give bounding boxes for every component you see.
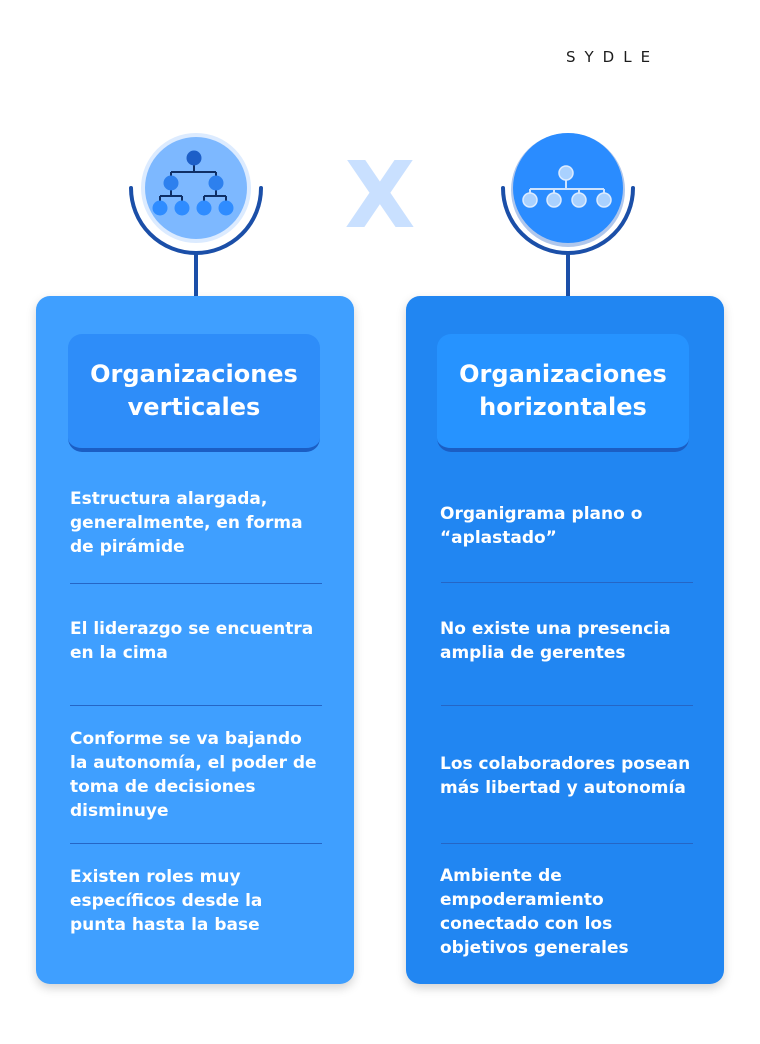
divider [441,705,693,706]
vertical-card-title: Organizaciones verticales [90,360,298,421]
list-item: Ambiente de empoderamiento conectado con… [440,866,629,958]
list-item: Existen roles muy específicos desde la p… [70,867,263,935]
divider [441,843,693,844]
divider [70,583,322,584]
hierarchy-tree-icon [126,132,266,298]
horizontal-card-title: Organizaciones horizontales [459,360,667,421]
vertical-card-header: Organizaciones verticales [68,334,320,452]
list-item: Los colaboradores posean más libertad y … [440,754,691,798]
flat-org-chart-icon [498,132,638,298]
horizontal-card-header: Organizaciones horizontales [437,334,689,452]
list-item: No existe una presencia amplia de gerent… [440,619,671,663]
list-item: Conforme se va bajando la autonomía, el … [70,729,317,821]
divider [70,843,322,844]
divider [441,582,693,583]
list-item: Estructura alargada, generalmente, en fo… [70,489,303,557]
sydle-logo: SYDLE [566,48,660,66]
horizontal-organizations-card: Organizaciones horizontales Organigrama … [406,296,724,984]
divider [70,705,322,706]
list-item: El liderazgo se encuentra en la cima [70,619,314,663]
vertical-organizations-card: Organizaciones verticales Estructura ala… [36,296,354,984]
list-item: Organigrama plano o “aplastado” [440,504,643,548]
versus-symbol: X [344,142,416,249]
